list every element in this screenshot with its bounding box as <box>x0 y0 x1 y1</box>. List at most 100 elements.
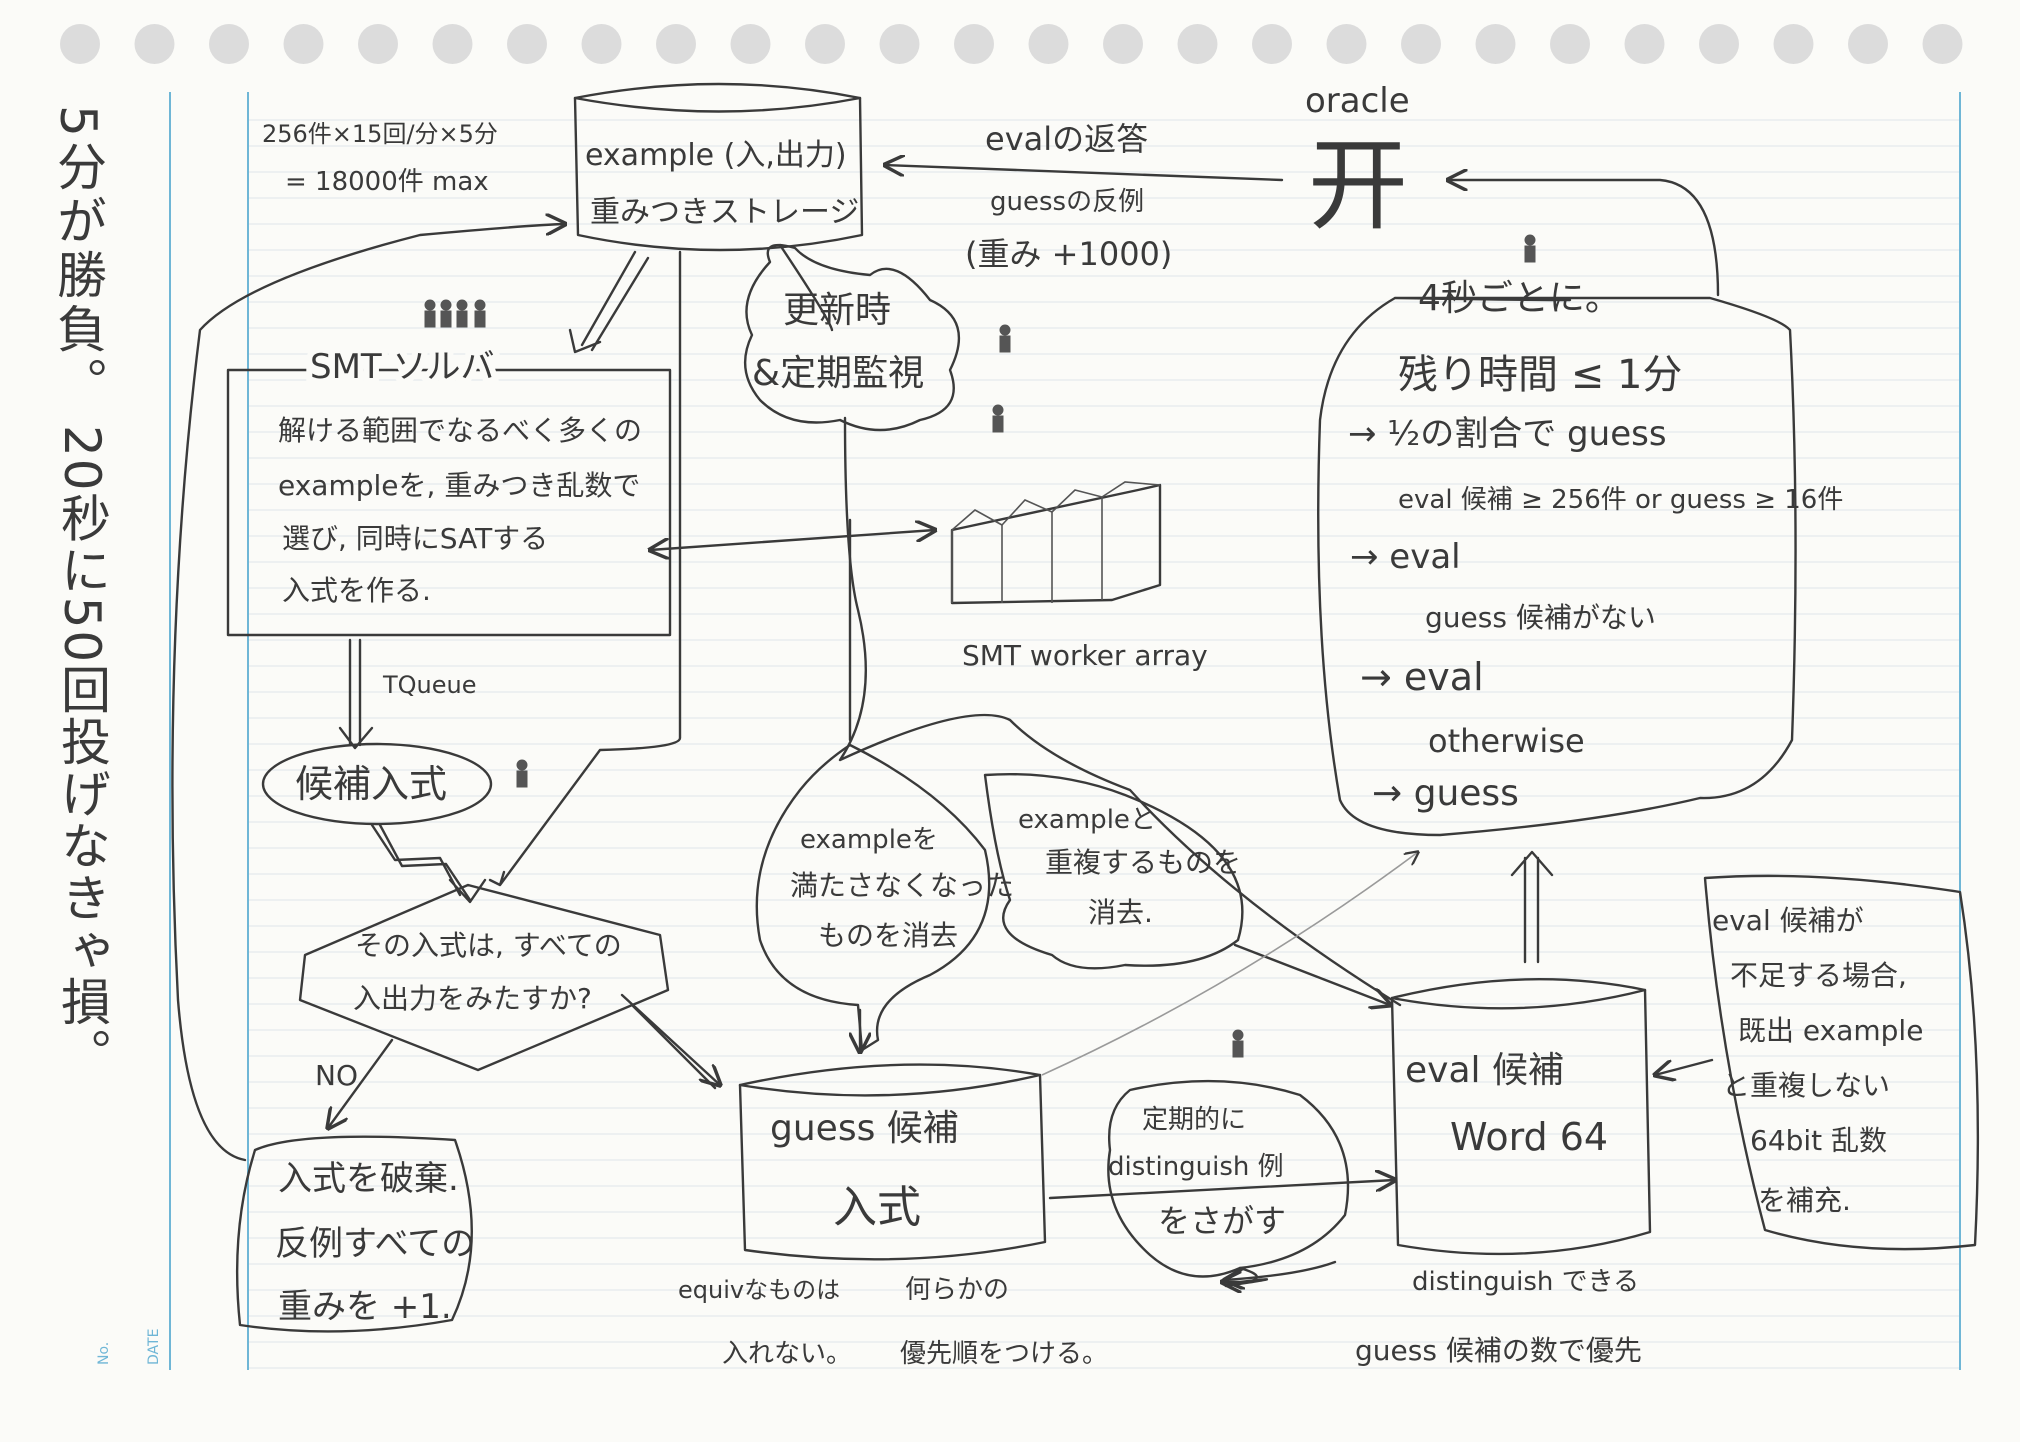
arrow-guess-to-eval <box>1048 1180 1395 1200</box>
binding-hole <box>1922 24 1963 64</box>
fill-note-line2: 不足する場合, <box>1730 959 1907 992</box>
side-note-col1: 5分が勝負。 <box>49 105 107 411</box>
policy-line1: 残り時間 ≤ 1分 <box>1398 352 1682 398</box>
smt-solver-line4: 入式を作る. <box>282 574 431 607</box>
eval-reply-line3: (重み +1000) <box>965 235 1172 273</box>
eval-store-note-line1: distinguish できる <box>1412 1267 1639 1297</box>
thread-person-icon <box>474 299 486 328</box>
distinguish-line1: 定期的に <box>1142 1105 1246 1135</box>
binding-hole <box>1177 24 1218 64</box>
bubble-right-line2: 重複するものを <box>1045 846 1241 879</box>
binding-hole <box>1699 24 1739 64</box>
line-storage-down-right <box>778 243 834 332</box>
thread-icon-policy <box>992 234 1536 433</box>
binding-hole <box>1326 24 1367 64</box>
binding-hole <box>283 24 324 64</box>
discard-box <box>235 1135 473 1333</box>
thread-person-icon <box>999 324 1011 353</box>
binding-hole <box>954 24 994 64</box>
bubble-remove-duplicates: exampleと 重複するものを 消去. <box>983 772 1244 970</box>
smt-worker-array <box>950 481 1162 605</box>
arrow-storage-to-smt <box>568 250 650 354</box>
bubble-remove-unsatisfied: exampleを 満たさなくなった ものを消去 <box>755 743 1014 1052</box>
binding-hole <box>209 24 249 64</box>
guess-note-b-line2: 優先順をつける。 <box>900 1339 1108 1369</box>
decision-line2: 入出力をみたすか? <box>353 982 592 1015</box>
binding-hole <box>1475 24 1516 64</box>
thread-person-icon <box>516 759 528 788</box>
worker-array-label: SMT worker array <box>962 639 1208 672</box>
binding-hole <box>1401 24 1441 64</box>
margin-date-label: DATE <box>146 1329 162 1365</box>
line-guess-to-policy <box>1041 852 1418 1076</box>
binding-hole <box>879 24 920 64</box>
binding-hole <box>1028 24 1069 64</box>
eval-store-line2: Word 64 <box>1450 1115 1608 1159</box>
arrow-smt-to-candidate <box>338 638 374 750</box>
policy-line2: → ½の割合で guess <box>1348 414 1667 454</box>
distinguish-line2: distinguish 例 <box>1108 1152 1284 1182</box>
thread-icons-smt <box>424 299 486 328</box>
distinguish-line3: をさがす <box>1158 1202 1286 1240</box>
policy-header: 4秒ごとに。 <box>1418 278 1621 319</box>
candidate-label: 候補入式 <box>295 762 447 806</box>
thread-icon-guess <box>1232 1029 1244 1058</box>
thread-person-icon <box>424 299 436 328</box>
guess-store-line1: guess 候補 <box>770 1108 959 1149</box>
smt-solver-line2: exampleを, 重みつき乱数で <box>278 469 640 502</box>
binding-hole <box>1848 24 1888 64</box>
binding-hole <box>1550 24 1590 64</box>
thread-person-icon <box>1524 234 1536 263</box>
discard-line1: 入式を破棄. <box>278 1159 459 1199</box>
arrow-fill-to-eval <box>1655 1058 1714 1075</box>
smt-solver-line1: 解ける範囲でなるべく多くの <box>278 414 642 447</box>
binding-hole <box>656 24 696 64</box>
thread-person-icon <box>992 404 1004 433</box>
update-cloud-line1: 更新時 <box>783 290 891 331</box>
smt-solver-title: SMT ソルバ <box>310 347 495 387</box>
arrow-eval-back <box>1225 1260 1337 1280</box>
binding-hole <box>507 24 547 64</box>
smt-solver-box <box>226 368 672 637</box>
policy-line4: → eval <box>1350 537 1461 577</box>
storage-note-line1: 256件×15回/分×5分 <box>262 120 498 148</box>
update-monitor-cloud: 更新時 &定期監視 <box>743 243 960 432</box>
fill-note-line3: 既出 example <box>1738 1014 1923 1047</box>
eval-reply-line2: guessの反例 <box>990 187 1144 217</box>
tqueue-label: TQueue <box>382 671 477 699</box>
candidate-oval <box>261 742 493 826</box>
policy-line7: otherwise <box>1428 722 1585 760</box>
binding-hole <box>1773 24 1814 64</box>
ruled-lines <box>248 119 1960 1369</box>
binding-hole <box>60 24 100 64</box>
oracle-label: oracle <box>1305 81 1410 121</box>
binding-hole <box>1624 24 1665 64</box>
policy-line6: → eval <box>1360 655 1484 699</box>
guess-note-a-line1: equivなものは <box>678 1276 840 1304</box>
line-storage-long-down <box>488 250 682 887</box>
discard-line3: 重みを +1. <box>278 1287 452 1327</box>
binding-hole <box>1252 24 1292 64</box>
line-monitor-to-bubbles <box>838 416 1402 1007</box>
binding-hole <box>581 24 622 64</box>
margin-no-label: No. <box>96 1342 112 1365</box>
decision-line1: その入式は, すべての <box>355 929 622 962</box>
bubble-left-line2: 満たさなくなった <box>790 869 1014 902</box>
arrow-decision-no <box>328 1038 394 1128</box>
decision-diamond <box>298 883 670 1072</box>
update-cloud-line2: &定期監視 <box>752 353 924 394</box>
storage-note-line2: = 18000件 max <box>285 167 489 197</box>
binding-hole <box>432 24 473 64</box>
binding-hole <box>805 24 845 64</box>
fill-note-line6: を補充. <box>1758 1184 1851 1217</box>
thread-person-icon <box>440 299 452 328</box>
arrow-decision-to-guess-2 <box>630 1003 717 1090</box>
thread-person-icon <box>1232 1029 1244 1058</box>
binding-hole <box>1103 24 1143 64</box>
side-note-col2: 20秒に50回投げなきゃ損。 <box>53 425 111 1080</box>
bubble-right-line1: exampleと <box>1018 805 1156 835</box>
arrow-candidate-to-decision <box>370 823 487 904</box>
bubble-right-line3: 消去. <box>1088 896 1153 929</box>
arrow-discard-to-storage <box>171 224 565 1162</box>
